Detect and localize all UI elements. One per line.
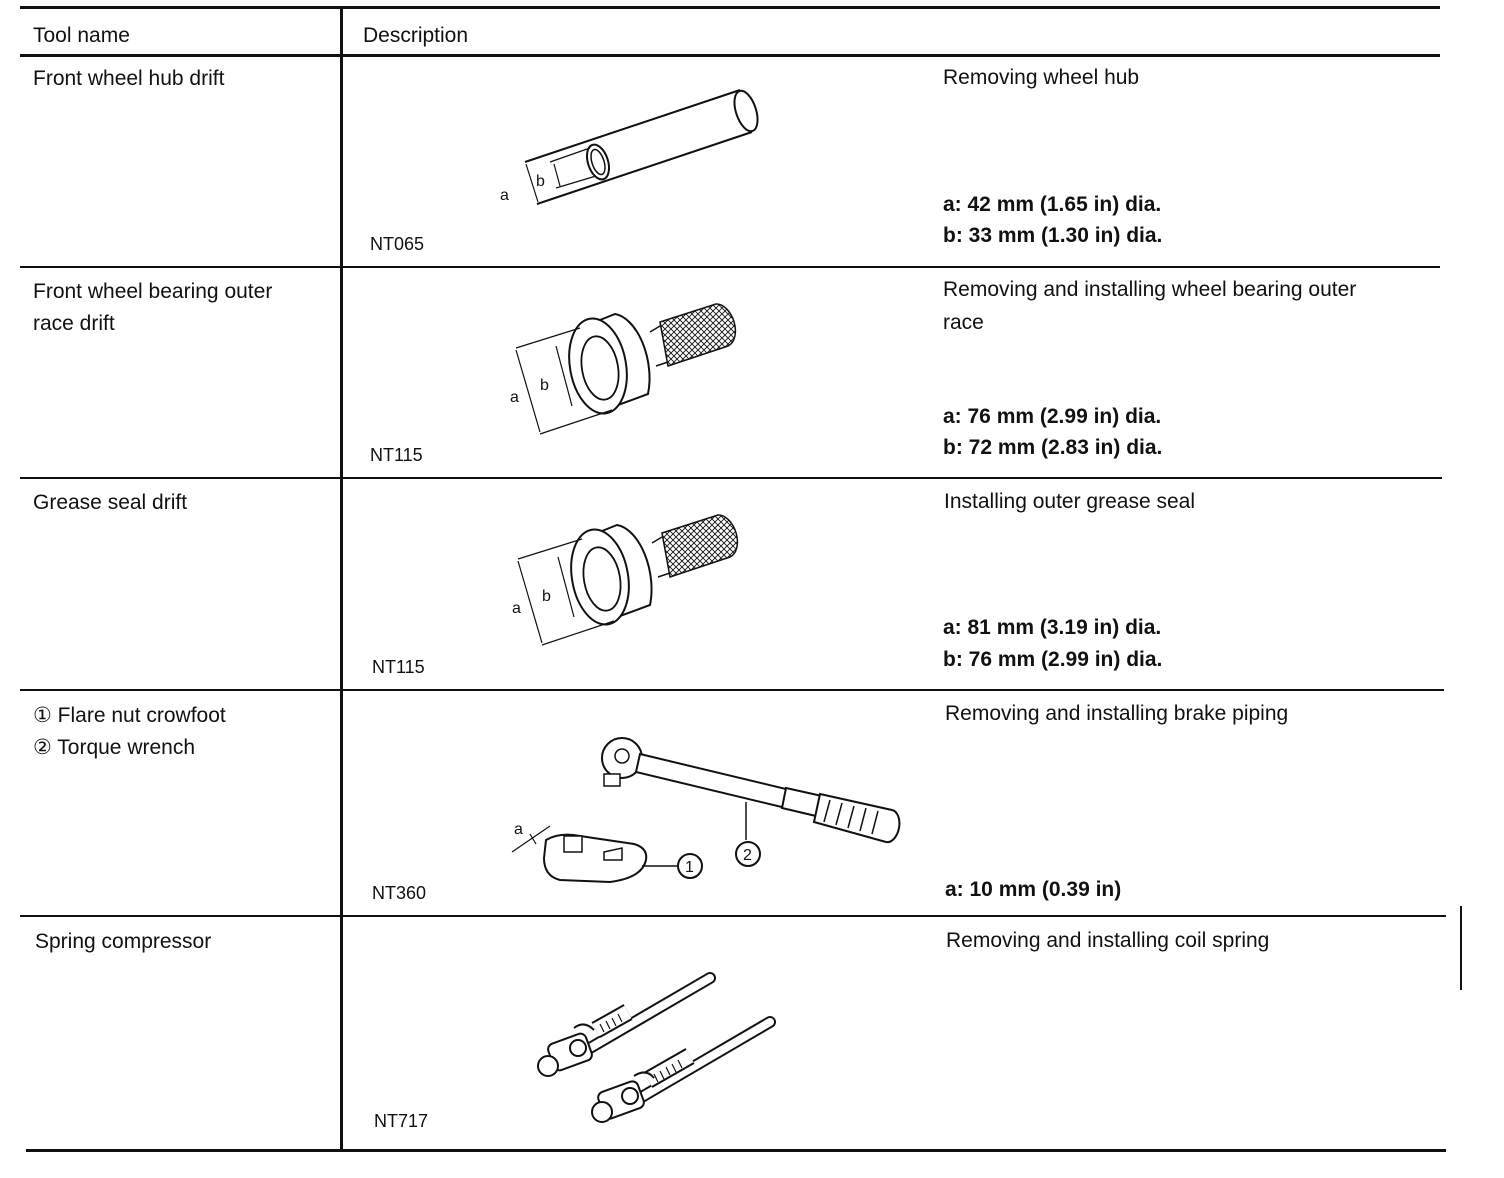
row2-purpose-line1: Removing and installing wheel bearing ou… (943, 278, 1357, 301)
row3-spec-a: a: 81 mm (3.19 in) dia. (943, 616, 1162, 639)
row4-purpose: Removing and installing brake piping (945, 702, 1289, 725)
row-divider-4 (20, 915, 1446, 917)
crowfoot-torque-wrench-icon: 2 1 a (500, 736, 920, 896)
row3-figure-code: NT115 (372, 657, 425, 677)
row1-purpose: Removing wheel hub (943, 66, 1140, 89)
row-divider-3 (20, 689, 1444, 691)
row3-label-a: a (512, 600, 521, 617)
row4-tool-name-line2: ② Torque wrench (33, 736, 196, 759)
header-bottom-rule (20, 54, 1440, 57)
row-divider-1 (20, 266, 1440, 268)
row4-label-a: a (514, 821, 523, 838)
row1-tool-name: Front wheel hub drift (33, 67, 225, 90)
row2-spec-a: a: 76 mm (2.99 in) dia. (943, 405, 1162, 428)
row1-label-b: b (536, 173, 545, 190)
row2-label-a: a (510, 389, 519, 406)
row2-purpose-line2: race (943, 311, 984, 334)
row4-label-1: 1 (685, 859, 694, 876)
column-divider (340, 8, 343, 1152)
row5-figure-code: NT717 (374, 1111, 429, 1131)
row4-figure-code: NT360 (372, 883, 427, 903)
table-bottom-rule (26, 1149, 1446, 1152)
spring-compressor-icon (530, 968, 800, 1138)
table-top-rule (20, 6, 1440, 9)
row4-tool-name-line1: ① Flare nut crowfoot (33, 704, 226, 727)
row1-figure-code: NT065 (370, 234, 425, 254)
row2-tool-name-line2: race drift (33, 312, 115, 335)
margin-mark (1460, 906, 1462, 990)
row1-spec-a: a: 42 mm (1.65 in) dia. (943, 193, 1162, 216)
header-description: Description (363, 24, 469, 47)
row3-spec-b: b: 76 mm (2.99 in) dia. (943, 648, 1163, 671)
header-tool-name: Tool name (33, 24, 130, 47)
bearing-drift-icon: a b (500, 296, 750, 441)
row2-figure-code: NT115 (370, 445, 423, 465)
row4-label-2: 2 (743, 847, 752, 864)
row3-tool-name: Grease seal drift (33, 491, 188, 514)
row5-purpose: Removing and installing coil spring (946, 929, 1270, 952)
row2-spec-b: b: 72 mm (2.83 in) dia. (943, 436, 1163, 459)
row1-label-a: a (500, 187, 509, 204)
drift-tube-icon: a b (490, 82, 770, 217)
row4-spec-a: a: 10 mm (0.39 in) (945, 878, 1122, 901)
row3-label-b: b (542, 588, 551, 605)
grease-seal-drift-icon: a b (502, 507, 752, 652)
row1-spec-b: b: 33 mm (1.30 in) dia. (943, 224, 1163, 247)
row2-tool-name-line1: Front wheel bearing outer (33, 280, 273, 303)
row2-label-b: b (540, 377, 549, 394)
row5-tool-name: Spring compressor (35, 930, 212, 953)
row-divider-2 (20, 477, 1442, 479)
row3-purpose: Installing outer grease seal (944, 490, 1195, 513)
